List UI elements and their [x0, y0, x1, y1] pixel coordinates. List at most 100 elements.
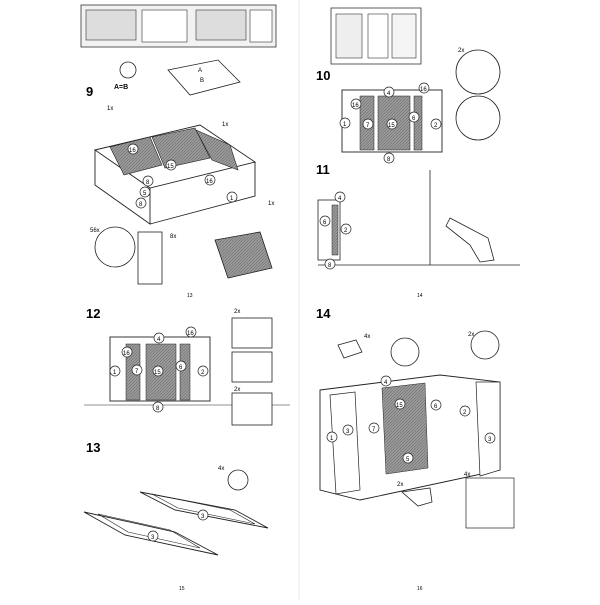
callouts-step-9: 16 15 16 8 5 8 1: [127, 143, 238, 209]
svg-text:4: 4: [338, 196, 342, 202]
svg-text:2: 2: [201, 370, 205, 376]
svg-text:16: 16: [129, 148, 136, 154]
svg-text:5: 5: [143, 191, 147, 197]
qty-2x-a: 2x: [458, 48, 464, 54]
door-panel-flip: [214, 231, 273, 279]
hinge-plate-icon: [337, 339, 363, 359]
svg-text:1: 1: [330, 436, 334, 442]
qty-4x-b: 4x: [364, 334, 370, 340]
qty-2x-b: 2x: [234, 309, 240, 315]
svg-text:1: 1: [230, 196, 234, 202]
svg-text:16: 16: [206, 179, 213, 185]
callouts-step-14: 4 15 2 6 3 7 1 5 3: [326, 375, 496, 464]
bracket-icon: [401, 487, 433, 507]
step-14-number: 14: [316, 306, 331, 321]
tape-roll-icon: [119, 61, 137, 79]
svg-text:3: 3: [151, 535, 155, 541]
svg-text:1: 1: [343, 122, 347, 128]
svg-text:8: 8: [139, 202, 143, 208]
qty-2x-d: 2x: [468, 332, 474, 338]
svg-text:4: 4: [157, 337, 161, 343]
open-door-left: [329, 391, 361, 495]
panel-16-a: [109, 136, 163, 176]
svg-text:6: 6: [434, 404, 438, 410]
page-number-16: 16: [417, 586, 423, 592]
svg-text:3: 3: [201, 514, 205, 520]
qty-56x: 56x: [90, 228, 100, 234]
detail-box-12c: [231, 392, 273, 426]
preview-panel-top-left: [80, 4, 277, 48]
svg-text:8: 8: [387, 157, 391, 163]
callouts-step-11: 4 6 2 8: [319, 191, 352, 270]
step-9-number: 9: [86, 84, 93, 99]
detail-box-12a: [231, 317, 273, 349]
svg-text:15: 15: [154, 370, 161, 376]
page-number-15: 15: [179, 586, 185, 592]
step-12-number: 12: [86, 306, 100, 321]
detail-circle-dowels: [94, 226, 136, 268]
step-12: 12 4 16 16 1 7 15 6 2 8 2x 2x: [84, 306, 290, 426]
svg-text:15: 15: [388, 123, 395, 129]
step-9: 9 A=B A B 16 15 16 8 5 8 1 1x 1x: [86, 59, 274, 299]
hinge-detail-13: [227, 469, 249, 491]
annotation-a-eq-b: A=B: [114, 84, 128, 91]
page-number-13: 13: [187, 293, 193, 299]
svg-text:6: 6: [412, 116, 416, 122]
svg-text:7: 7: [135, 369, 139, 375]
step-10: 10 4 16 16 1 7 15 6 2 8 2x: [316, 48, 501, 164]
step-11-number: 11: [316, 162, 330, 177]
svg-text:8: 8: [328, 263, 332, 269]
hinge-cup-detail: [390, 337, 420, 367]
cabinet-top-view: [167, 59, 241, 96]
step-10-number: 10: [316, 68, 330, 83]
svg-text:3: 3: [488, 437, 492, 443]
detail-box-hinge: [137, 231, 163, 285]
qty-8x: 8x: [170, 234, 176, 240]
svg-text:5: 5: [406, 457, 410, 463]
step-11: 11 4 6 2 8 14: [316, 162, 520, 299]
preview-panel-top-right: [330, 7, 422, 65]
qty-2x-c: 2x: [234, 387, 240, 393]
svg-text:16: 16: [352, 103, 359, 109]
drill-icon: [445, 217, 495, 263]
svg-text:2: 2: [344, 228, 348, 234]
qty-4x-c: 4x: [464, 472, 470, 478]
qty-4x-a: 4x: [218, 466, 224, 472]
detail-circle-10b: [455, 95, 501, 141]
svg-text:2: 2: [463, 410, 467, 416]
open-door-right: [475, 381, 501, 477]
svg-text:16: 16: [187, 331, 194, 337]
qty-1x-b: 1x: [222, 122, 228, 128]
svg-text:15: 15: [167, 164, 174, 170]
qty-2x-e: 2x: [397, 482, 403, 488]
svg-text:4: 4: [387, 91, 391, 97]
panel-16-b: [195, 129, 239, 171]
callouts-step-10: 4 16 16 1 7 15 6 2 8: [339, 82, 442, 164]
svg-text:16: 16: [420, 87, 427, 93]
label-b: B: [200, 78, 204, 84]
detail-box-12b: [231, 351, 273, 383]
callouts-step-12: 4 16 16 1 7 15 6 2 8: [109, 326, 209, 413]
hinge-detail-14: [470, 330, 500, 360]
svg-text:16: 16: [123, 351, 130, 357]
svg-text:7: 7: [366, 123, 370, 129]
svg-text:3: 3: [346, 429, 350, 435]
svg-text:7: 7: [372, 427, 376, 433]
panel-15: [151, 127, 211, 169]
qty-1x-c: 1x: [268, 201, 274, 207]
page-number-14: 14: [417, 293, 423, 299]
svg-text:4: 4: [384, 380, 388, 386]
svg-text:1: 1: [113, 370, 117, 376]
callouts-step-13: 3 3: [147, 509, 209, 542]
svg-text:2: 2: [434, 123, 438, 129]
svg-text:6: 6: [323, 220, 327, 226]
svg-text:8: 8: [156, 406, 160, 412]
hinge-mount-detail: [465, 477, 515, 529]
label-a: A: [198, 68, 202, 74]
svg-text:6: 6: [179, 365, 183, 371]
step-13-number: 13: [86, 440, 100, 455]
svg-text:15: 15: [396, 403, 403, 409]
detail-circle-10a: [455, 49, 501, 95]
